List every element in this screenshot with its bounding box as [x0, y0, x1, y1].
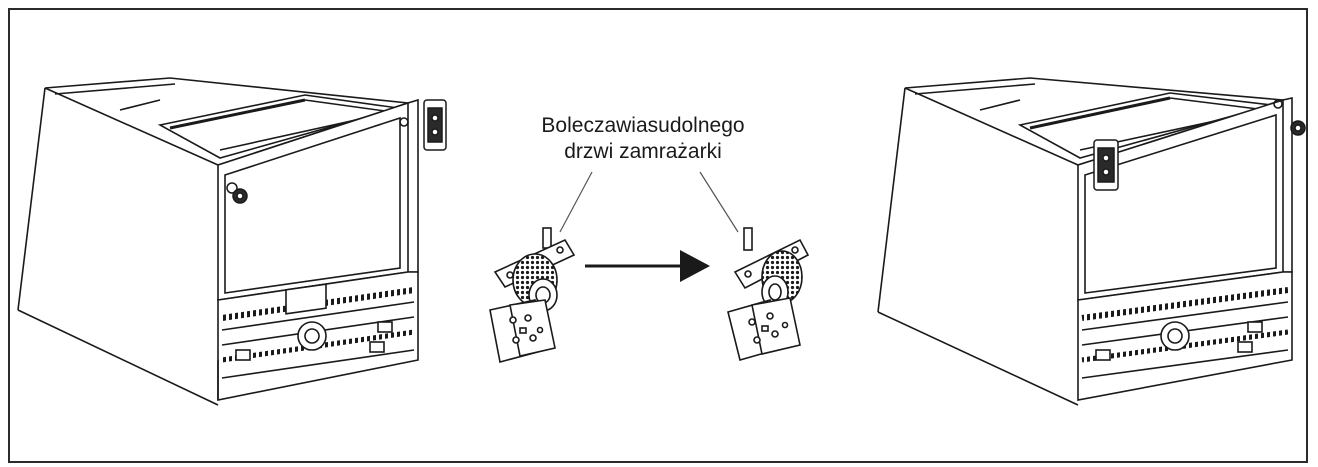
hinge-callout-label: Boleczawiasudolnego drzwi zamrażarki [528, 113, 758, 165]
freezer-right-icon [877, 77, 1293, 406]
hinge-after-icon [727, 227, 810, 361]
callout-line-2: drzwi zamrażarki [564, 140, 722, 163]
freezer-right-hinge-icon [1093, 120, 1306, 191]
callout-leader-lines [559, 171, 739, 233]
freezer-left-hinge-icon [226, 99, 447, 204]
freezer-left-icon [17, 77, 419, 406]
hinge-before-icon [489, 227, 576, 363]
arrow-right-icon [585, 250, 710, 282]
callout-line-1: Boleczawiasudolnego [541, 114, 745, 137]
